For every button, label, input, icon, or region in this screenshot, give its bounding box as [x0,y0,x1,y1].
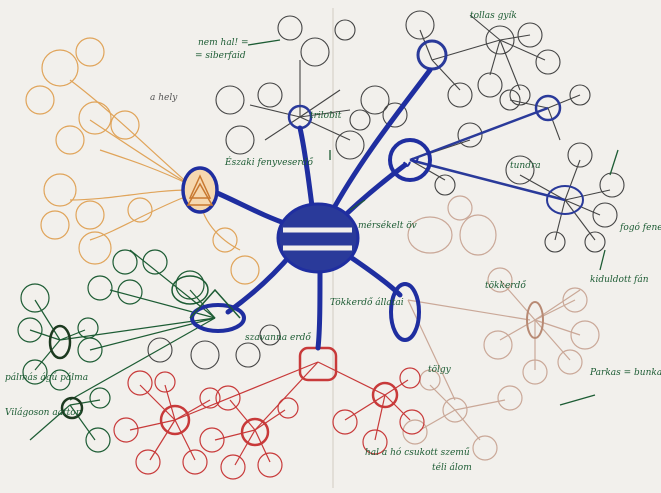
top-right-branch [405,10,561,108]
label-tokkerdo-allatai: Tökkerdő állatai [330,297,404,308]
label-trilobit: trilobit [310,111,342,121]
blue-hub-right [388,138,432,182]
right-lower-hub [546,185,584,215]
red-hub-middle [240,417,270,447]
label-vilagoson-aattop: Világoson aattop [5,407,82,418]
blue-hub-lower-right [389,282,421,342]
green-hub-upper [48,324,72,360]
label-pointers [247,39,619,406]
top-right-hub [416,39,448,71]
label-palmas-agu-palma: pálmás ágú pálma [5,372,88,383]
label-tokkerdo: tökkerdő [485,280,526,291]
central-globe [276,202,360,274]
label-hal-a-ho: hal a hó csukott szemű [365,447,470,458]
label-larkas-bunka: Parkas = bunka vadgazt [589,368,661,378]
label-mersekelt-ov: mérsékelt öv [358,220,417,231]
green-branch [17,249,216,453]
tan-branch [402,195,600,461]
label-nem-hal: nem hal! = [198,38,249,48]
tan-hub [526,301,544,339]
label-szavanna-erdo: szavanna erdő [245,332,311,343]
fir-tree-icon [186,174,214,206]
green-sub-nodes [147,324,281,370]
label-tundra: tundra [510,161,541,171]
label-eszaki-fenyveserdo: Északi fenyveserdő [224,156,313,168]
label-tolgy: tölgy [428,365,452,375]
green-hub-lower [60,396,84,420]
label-siberfaid: = siberfaid [195,51,246,61]
top-center-branch [215,15,408,160]
right-upper-hub [534,94,562,122]
blue-hub-left [190,303,246,333]
label-kiduldott-fan: kiduldott fán [590,274,649,285]
red-hub-right [371,381,399,409]
red-hub-left [159,404,191,436]
orange-branch [25,37,260,285]
label-tollas-gyik: tollas gyík [470,10,517,21]
forest-hub [181,166,219,214]
label-fogo-fene: fogó fene [619,222,661,233]
label-a-hely: a hely [150,93,178,103]
label-teli-alom: téli álom [432,462,472,473]
green-branch-node [171,275,209,305]
central-globe-bands [283,227,352,251]
